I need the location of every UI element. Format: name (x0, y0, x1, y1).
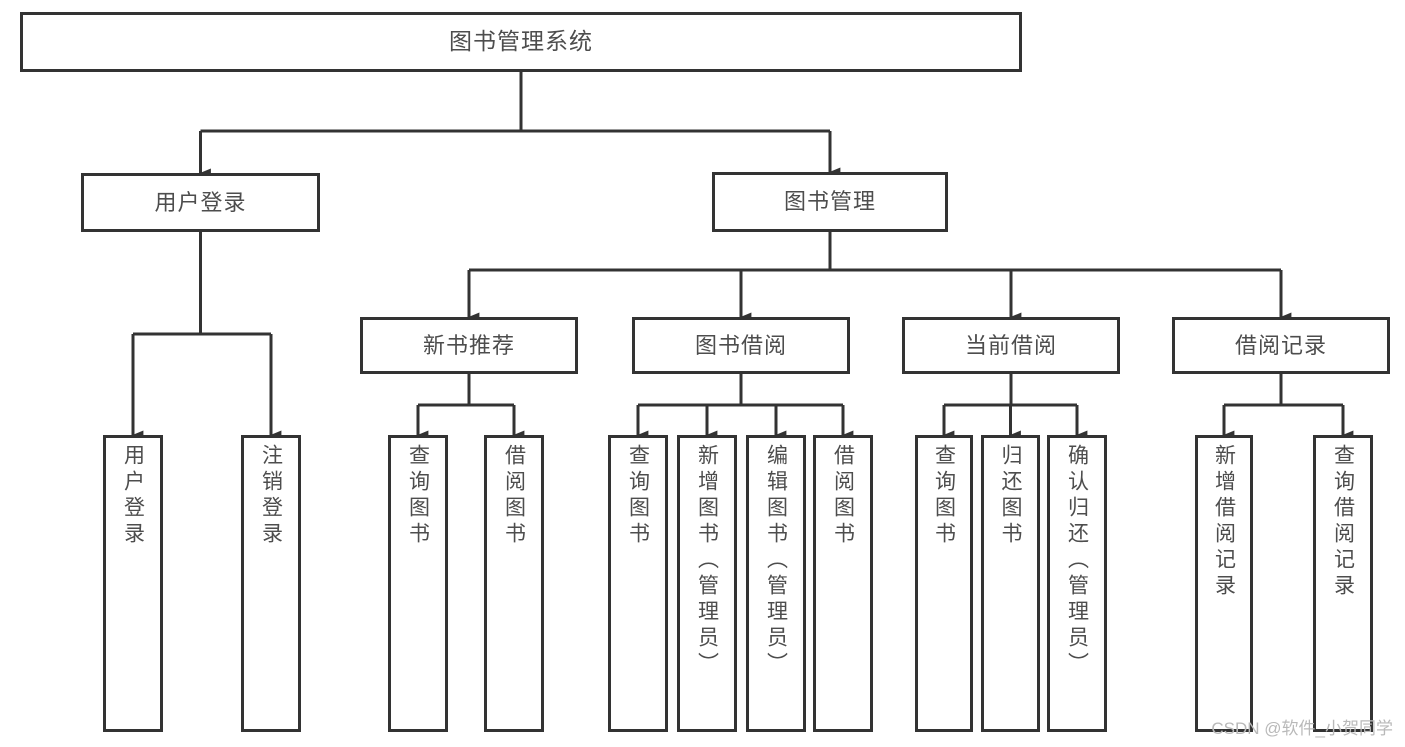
node-label: 用户登录 (154, 189, 247, 215)
node-label: 查询图书 (406, 444, 430, 548)
node-label: 确认归还（管理员） (1065, 444, 1089, 678)
node-leaf-5[interactable]: 查询图书 (608, 435, 668, 732)
node-leaf-9[interactable]: 查询图书 (915, 435, 973, 732)
node-label: 图书管理系统 (449, 28, 593, 55)
node-label: 新增图书（管理员） (695, 444, 719, 678)
node-leaf-10[interactable]: 归还图书 (981, 435, 1040, 732)
node-label: 归还图书 (999, 444, 1022, 548)
node-label: 新书推荐 (422, 332, 515, 358)
node-label: 新增借阅记录 (1212, 444, 1236, 600)
node-leaf-8[interactable]: 借阅图书 (813, 435, 873, 732)
node-leaf-6[interactable]: 新增图书（管理员） (677, 435, 737, 732)
node-bookmgmt[interactable]: 图书管理 (712, 172, 948, 232)
node-label: 查询图书 (932, 444, 956, 548)
node-leaf-13[interactable]: 查询借阅记录 (1313, 435, 1373, 732)
node-current[interactable]: 当前借阅 (902, 317, 1120, 374)
node-label: 借阅图书 (502, 444, 526, 548)
node-login[interactable]: 用户登录 (81, 173, 320, 232)
node-label: 借阅图书 (831, 444, 855, 548)
node-leaf-1[interactable]: 用户登录 (103, 435, 163, 732)
node-label: 编辑图书（管理员） (764, 444, 788, 678)
node-root[interactable]: 图书管理系统 (20, 12, 1022, 72)
wire-group (131, 72, 1354, 440)
node-label: 图书管理 (783, 189, 876, 215)
node-label: 注销登录 (259, 444, 283, 548)
node-leaf-3[interactable]: 查询图书 (388, 435, 448, 732)
node-records[interactable]: 借阅记录 (1172, 317, 1390, 374)
node-leaf-4[interactable]: 借阅图书 (484, 435, 544, 732)
node-label: 当前借阅 (964, 332, 1057, 358)
node-leaf-2[interactable]: 注销登录 (241, 435, 301, 732)
node-borrow[interactable]: 图书借阅 (632, 317, 850, 374)
node-label: 查询借阅记录 (1331, 444, 1355, 600)
node-label: 图书借阅 (694, 332, 787, 358)
node-label: 借阅记录 (1234, 332, 1327, 358)
node-newbook[interactable]: 新书推荐 (360, 317, 578, 374)
node-label: 用户登录 (121, 444, 145, 548)
node-leaf-11[interactable]: 确认归还（管理员） (1047, 435, 1107, 732)
node-label: 查询图书 (626, 444, 650, 548)
node-leaf-12[interactable]: 新增借阅记录 (1195, 435, 1253, 732)
node-leaf-7[interactable]: 编辑图书（管理员） (746, 435, 806, 732)
